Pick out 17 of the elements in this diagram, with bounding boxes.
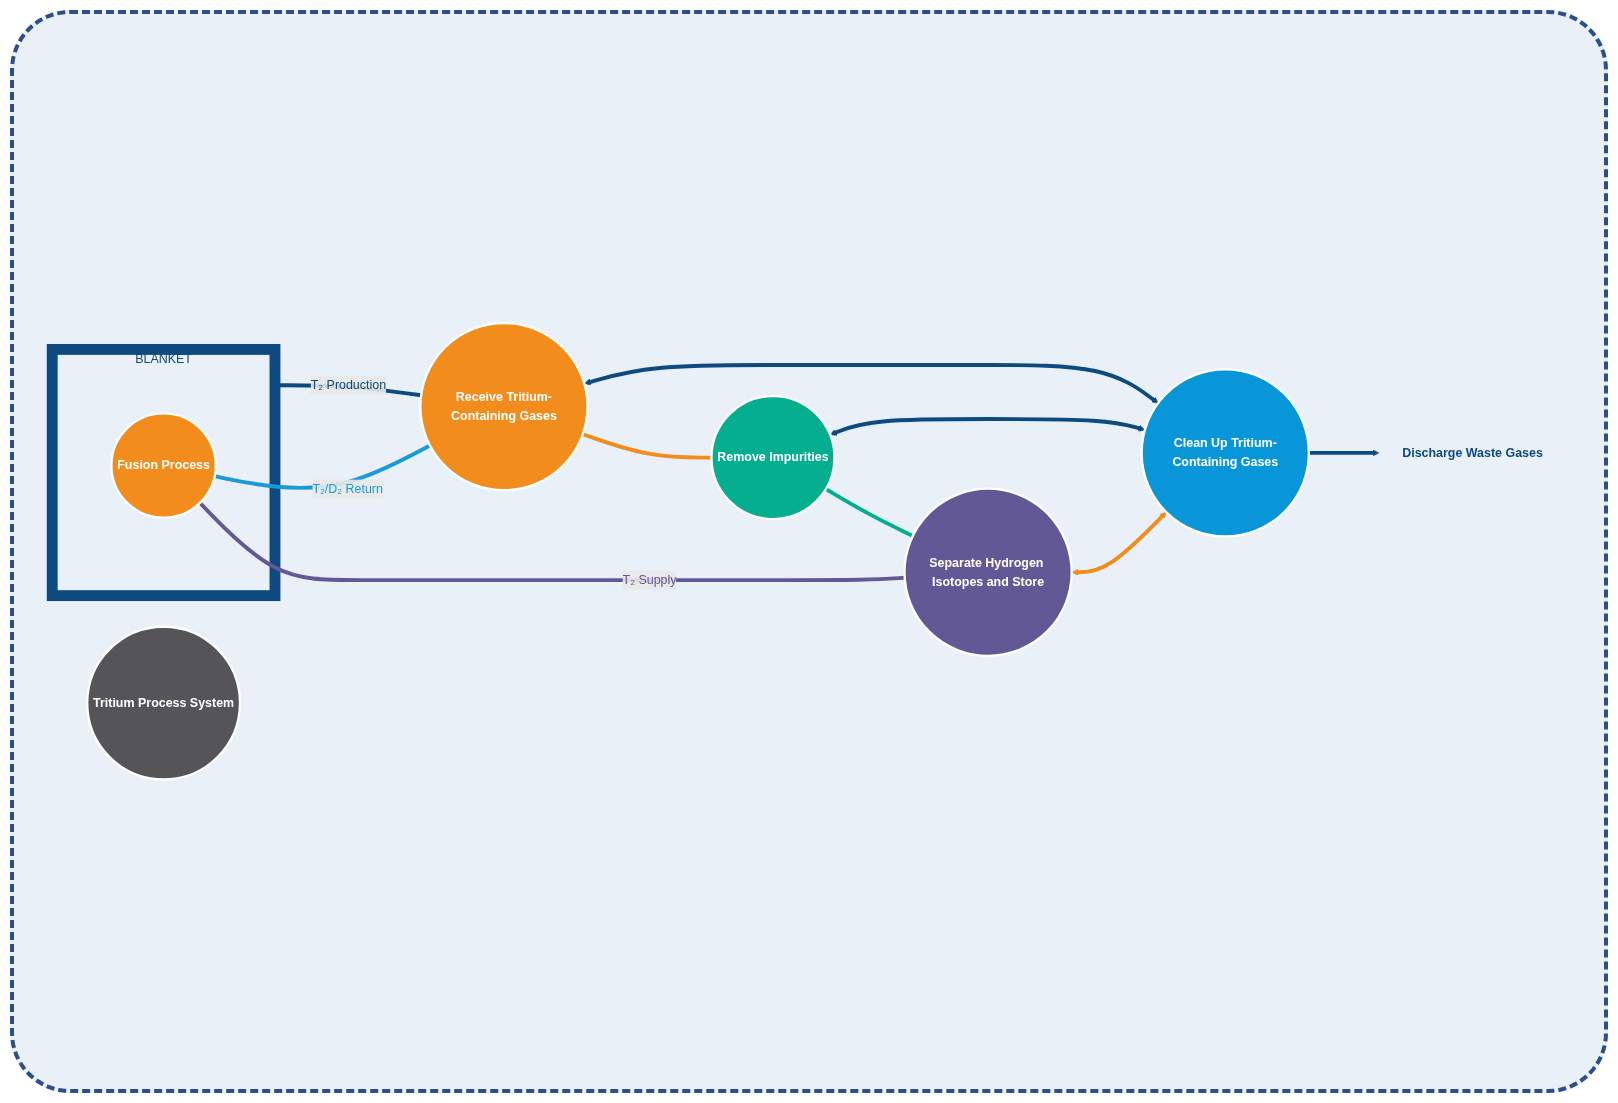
arrow <box>584 363 1159 404</box>
node-circle: Fusion Process <box>110 412 217 520</box>
arrow <box>1308 449 1379 457</box>
connector <box>824 487 914 538</box>
node-circle: Tritium Process System <box>85 625 241 781</box>
edge-label: T₂ Supply <box>622 573 677 587</box>
edge-label: T₂ Production <box>310 378 386 392</box>
node-circle: Receive Tritium-Containing Gases <box>418 322 589 492</box>
node-circle: Separate Hydrogen Isotopes and Store <box>903 487 1073 658</box>
connector <box>582 432 712 460</box>
node-circle: Clean Up Tritium-Containing Gases <box>1140 368 1310 538</box>
arrow <box>1071 512 1167 576</box>
node-text: Discharge Waste Gases <box>1402 446 1543 460</box>
node-circle: Remove Impurities <box>710 395 836 521</box>
edge-label: T₂/D₂ Return <box>312 482 383 496</box>
arrow <box>829 417 1145 436</box>
connector <box>198 501 905 583</box>
